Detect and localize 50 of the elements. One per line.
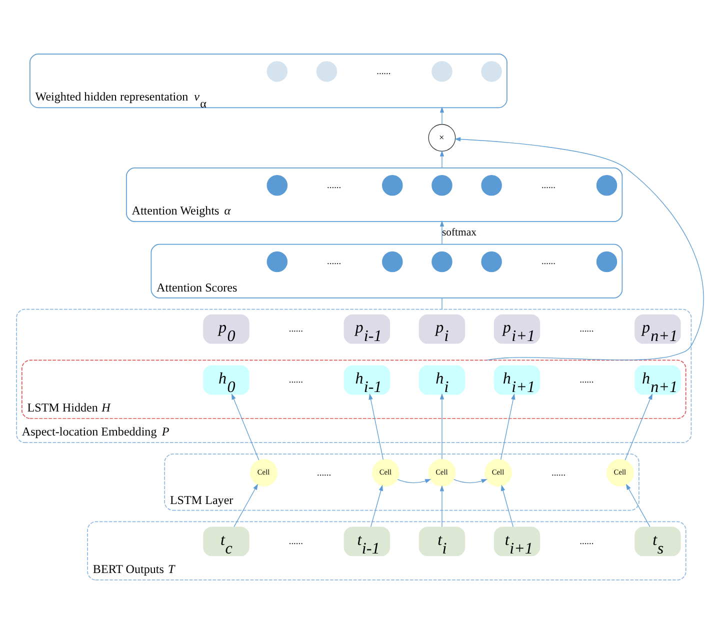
node-circle (481, 61, 502, 82)
node-circle (266, 174, 288, 196)
node-circle (432, 174, 452, 196)
label: ...... (580, 536, 594, 547)
node-circle (481, 251, 502, 272)
label: ...... (580, 324, 594, 335)
label: ...... (541, 257, 556, 268)
node-circle: Cell (250, 459, 278, 486)
node-circle (266, 61, 288, 82)
node-circle: × (428, 124, 456, 152)
arrow (626, 484, 650, 528)
arrow (440, 220, 444, 245)
arrow (440, 485, 444, 528)
node-circle (596, 251, 618, 272)
label: ...... (376, 66, 391, 77)
label: ...... (327, 180, 342, 191)
arrow (397, 479, 432, 484)
label: ...... (327, 257, 342, 268)
arrow (500, 394, 516, 460)
node-circle: Cell (484, 459, 512, 486)
label: ...... (288, 324, 303, 335)
node-circle (481, 174, 502, 196)
node-circle (382, 251, 403, 272)
arrow (440, 106, 444, 125)
arrow (232, 393, 260, 460)
label: ...... (580, 375, 594, 386)
arrow (440, 150, 444, 168)
node-circle: Cell (606, 459, 634, 486)
node-circle (432, 251, 452, 272)
arrow (454, 137, 704, 361)
label: ...... (288, 536, 303, 547)
arrow (440, 393, 444, 460)
label: ...... (552, 468, 566, 478)
node-circle (382, 174, 403, 196)
label: ...... (317, 468, 332, 478)
arrow (368, 394, 384, 460)
arrow (370, 484, 383, 528)
arrow (234, 484, 258, 528)
node-circle (266, 251, 288, 272)
node-circle: Cell (372, 459, 400, 486)
node-circle (596, 174, 618, 196)
label: ...... (541, 180, 556, 191)
node-circle (432, 61, 452, 82)
node-circle (316, 61, 338, 82)
arrow (454, 479, 488, 484)
node-circle: Cell (428, 459, 456, 486)
edge-label: softmax (442, 226, 476, 238)
arrow (501, 484, 514, 528)
label: ...... (288, 375, 303, 386)
arrow (624, 393, 652, 460)
